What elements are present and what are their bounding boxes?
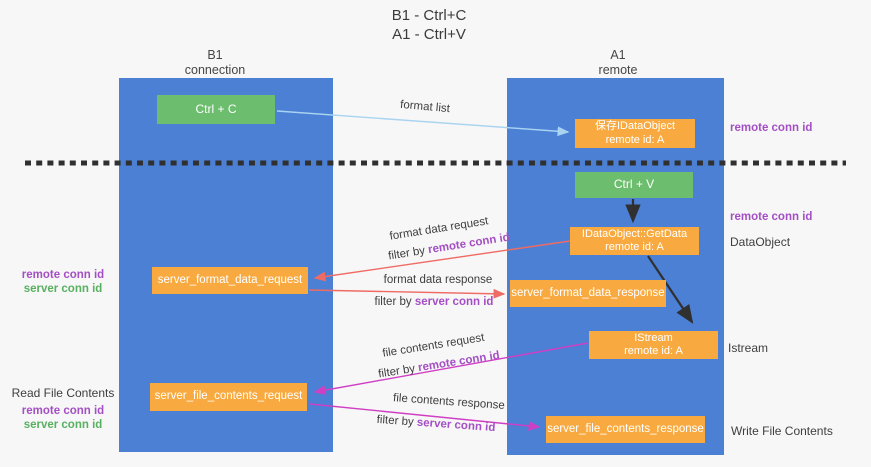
node-ctrl-v: Ctrl + V (575, 172, 693, 198)
node-ctrl-c-label: Ctrl + C (195, 101, 237, 116)
label-left-format-remote-conn-id: remote conn id (21, 269, 105, 281)
arrow-format-data-response (308, 288, 506, 299)
node-idataobject-getdata: IDataObject::GetData remote id: A (570, 227, 699, 255)
server-conn-id-text: server conn id (414, 296, 494, 308)
label-filter-by-server-conn-id-file: filter by server conn id (371, 413, 502, 434)
remote-conn-id-text: remote conn id (427, 231, 511, 257)
lane-header-b1: B1 connection (165, 48, 265, 78)
label-istream: Istream (728, 341, 769, 355)
label-left-file-remote-conn-id: remote conn id (21, 405, 105, 417)
title-line-1: B1 - Ctrl+C (391, 7, 467, 24)
label-read-file-contents: Read File Contents (11, 386, 115, 400)
diagram-title: B1 - Ctrl+C A1 - Ctrl+V (369, 6, 489, 44)
label-left-format-conn-ids: remote conn id server conn id (8, 268, 118, 296)
label-filter-by-server-conn-id-format: filter by server conn id (369, 296, 499, 308)
node-istream: IStream remote id: A (589, 331, 718, 359)
node-server-file-contents-request: server_file_contents_request (150, 383, 307, 411)
node-idataobject-getdata-line1: IDataObject::GetData (581, 227, 688, 240)
node-server-file-contents-request-label: server_file_contents_request (154, 390, 303, 403)
title-line-2: A1 - Ctrl+V (392, 26, 466, 43)
label-format-list: format list (399, 98, 451, 116)
label-left-file-conn-ids: remote conn id server conn id (8, 404, 118, 432)
label-file-contents-response: file contents response (392, 392, 506, 412)
node-save-idataobject: 保存IDataObject remote id: A (575, 119, 695, 148)
node-server-file-contents-response: server_file_contents_response (546, 416, 705, 443)
label-write-file-contents: Write File Contents (731, 424, 833, 438)
label-dataobject: DataObject (730, 235, 791, 249)
lane-a1-name: A1 (610, 48, 626, 62)
node-istream-line2: remote id: A (624, 345, 683, 357)
filter-by-text: filter by (387, 244, 426, 263)
label-left-format-server-conn-id: server conn id (23, 283, 103, 295)
label-remote-conn-id-mid: remote conn id (730, 211, 813, 223)
node-idataobject-getdata-line2: remote id: A (605, 241, 664, 253)
label-remote-conn-id-top: remote conn id (730, 122, 813, 134)
remote-conn-id-text: remote conn id (417, 349, 501, 375)
node-ctrl-v-label: Ctrl + V (613, 177, 655, 192)
label-left-file-server-conn-id: server conn id (23, 419, 103, 431)
lane-b1-role: connection (184, 63, 246, 77)
node-server-file-contents-response-label: server_file_contents_response (547, 422, 704, 435)
filter-by-text: filter by (376, 413, 415, 429)
node-server-format-data-response-label: server_format_data_response (511, 286, 665, 299)
node-ctrl-c: Ctrl + C (157, 95, 275, 124)
filter-by-text: filter by (374, 296, 412, 308)
lane-b1-name: B1 (207, 48, 223, 62)
node-server-format-data-request-label: server_format_data_request (157, 273, 303, 286)
lane-a1-role: remote (598, 63, 638, 77)
node-server-format-data-request: server_format_data_request (152, 267, 308, 294)
filter-by-text: filter by (377, 362, 416, 381)
node-save-idataobject-line2: remote id: A (605, 133, 665, 146)
server-conn-id-text: server conn id (416, 416, 496, 435)
node-save-idataobject-line1: 保存IDataObject (594, 120, 676, 132)
node-istream-line1: IStream (634, 331, 673, 344)
label-format-data-response: format data response (383, 274, 493, 286)
lane-header-a1: A1 remote (568, 48, 668, 78)
node-server-format-data-response: server_format_data_response (510, 280, 666, 307)
